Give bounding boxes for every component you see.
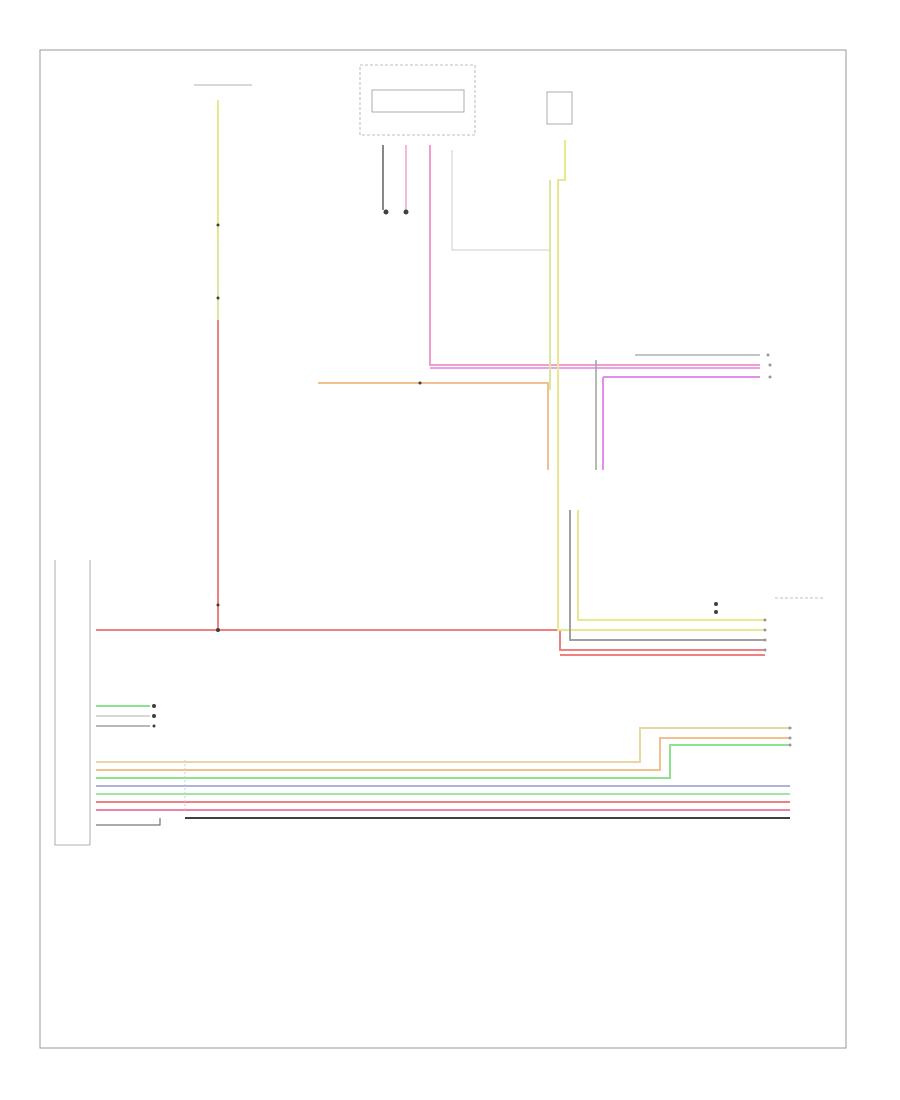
page-border xyxy=(39,49,847,1049)
central-module-component xyxy=(359,64,476,136)
side-lamp-component xyxy=(546,91,573,125)
right-connector-ends xyxy=(763,353,792,747)
splice-dots xyxy=(152,209,718,728)
instrument-module-component xyxy=(54,560,91,846)
wires xyxy=(96,100,790,826)
